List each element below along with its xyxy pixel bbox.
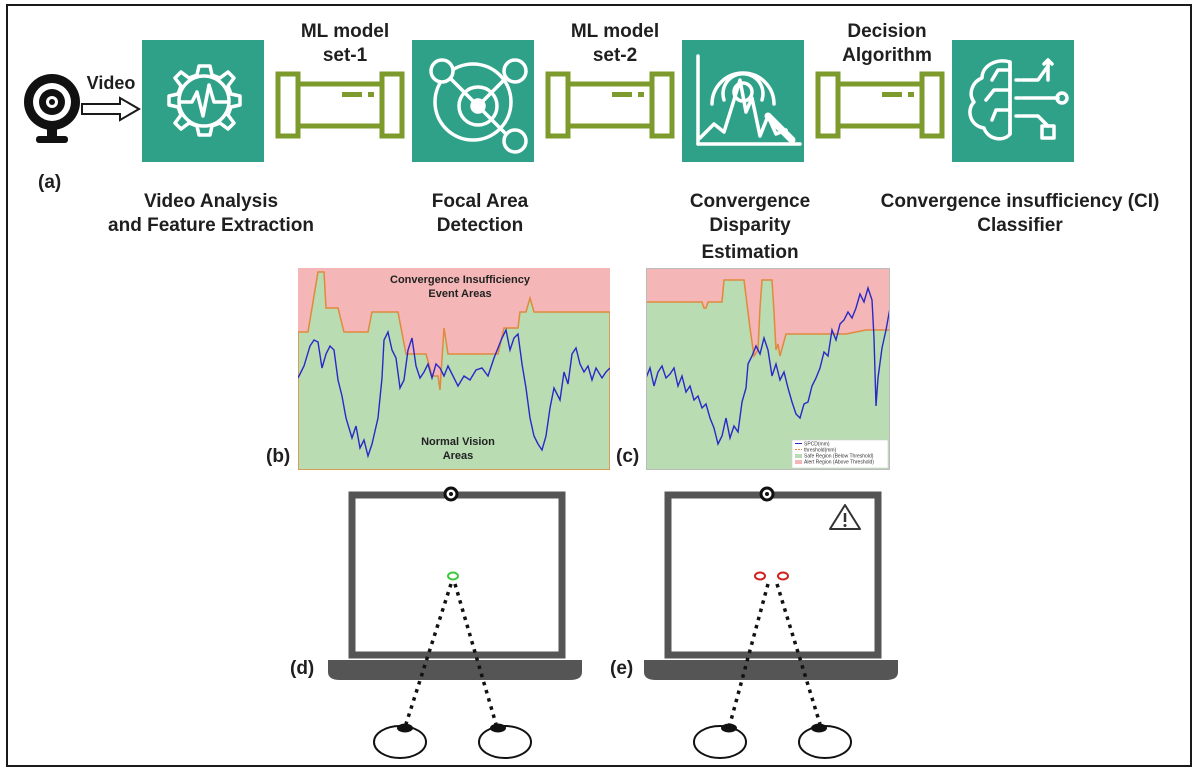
panel-a-label: (a): [38, 172, 62, 193]
stage-3-title: Convergence Disparity Estimation: [660, 190, 840, 265]
connector-3-line2: Algorithm: [842, 45, 932, 66]
panel-c-plot: SPCD(mm) threshold(mm) Safe Region (Belo…: [646, 268, 890, 470]
connector-1-line1: ML model: [300, 21, 390, 42]
panel-c-label: (c): [616, 446, 640, 467]
panel-b-bottom-line1: Normal Vision: [421, 436, 495, 448]
connector-2-label: ML model set-2: [555, 20, 675, 68]
gaze-line-right: [453, 583, 498, 725]
stage-3-title-line3: Estimation: [701, 242, 799, 263]
focus-marker-left: [754, 571, 766, 581]
stage-4-title: Convergence insufficiency (CI) Classifie…: [862, 190, 1178, 238]
webcam-icon: [24, 74, 80, 143]
connector-2-line2: set-2: [592, 45, 638, 66]
laptop-base: [328, 660, 582, 680]
stage-3-title-line1: Convergence: [689, 191, 811, 212]
signal-magnifier-icon: [696, 54, 802, 146]
stage-1-title-line2: and Feature Extraction: [108, 215, 314, 236]
connector-1-line2: set-1: [322, 45, 368, 66]
panel-b-plot: [298, 268, 610, 470]
pipe-connector-1: [275, 71, 405, 139]
stage-ci-classifier-tile: [952, 40, 1074, 162]
focus-marker-right: [777, 571, 789, 581]
stage-1-title: Video Analysis and Feature Extraction: [80, 190, 342, 238]
connector-3-line1: Decision: [847, 21, 927, 42]
brain-circuit-icon: [968, 58, 1069, 141]
left-eye: [373, 723, 427, 759]
panel-b-bottom-line2: Areas: [442, 450, 474, 462]
connector-2-line1: ML model: [570, 21, 660, 42]
panel-e-laptop-scene: [644, 486, 898, 759]
right-eye: [798, 723, 852, 759]
focal-target-icon: [429, 58, 528, 154]
stage-focal-area-tile: [412, 40, 534, 162]
right-eye: [478, 723, 532, 759]
panel-b-top-line2: Event Areas: [428, 288, 492, 300]
stage-video-analysis-tile: [142, 40, 264, 162]
panel-b-top-line1: Convergence Insufficiency: [390, 274, 530, 286]
gaze-line-left: [728, 583, 770, 725]
panel-b-bottom-text: Normal Vision Areas: [400, 435, 516, 463]
panel-d-label: (d): [290, 658, 315, 679]
warning-triangle-icon: [829, 504, 861, 530]
legend-threshold: threshold(mm): [804, 448, 837, 454]
stage-2-title-line1: Focal Area: [431, 191, 529, 212]
pipe-connector-2: [545, 71, 675, 139]
panel-d-laptop-scene: [328, 486, 582, 759]
focus-marker-converged: [447, 571, 459, 581]
stage-convergence-disparity-tile: [682, 40, 804, 162]
connector-3-label: Decision Algorithm: [822, 20, 952, 68]
stage-4-title-line1: Convergence insufficiency (CI): [880, 191, 1160, 212]
gaze-line-right: [775, 583, 822, 725]
legend-spcd: SPCD(mm): [804, 442, 830, 448]
gear-waveform-icon: [167, 64, 242, 137]
pipe-connector-3: [815, 71, 945, 139]
left-eye: [693, 723, 747, 759]
stage-2-title-line2: Detection: [436, 215, 524, 236]
panel-b-top-text: Convergence Insufficiency Event Areas: [360, 273, 560, 301]
stage-4-title-line2: Classifier: [977, 215, 1063, 236]
panel-c-legend: SPCD(mm) threshold(mm) Safe Region (Belo…: [791, 439, 889, 469]
video-input-label: Video: [86, 73, 136, 93]
figure-frame: [6, 4, 1192, 767]
stage-1-title-line1: Video Analysis: [143, 191, 279, 212]
laptop-base: [644, 660, 898, 680]
stage-3-title-line2: Disparity: [709, 215, 791, 236]
legend-alert-region: Alert Region (Above Threshold): [804, 460, 874, 466]
stage-2-title: Focal Area Detection: [400, 190, 560, 238]
legend-safe-region: Safe Region (Below Threshold): [804, 454, 874, 460]
panel-b-label: (b): [266, 446, 291, 467]
video-arrow: [81, 96, 141, 122]
panel-e-label: (e): [610, 658, 634, 679]
connector-1-label: ML model set-1: [285, 20, 405, 68]
